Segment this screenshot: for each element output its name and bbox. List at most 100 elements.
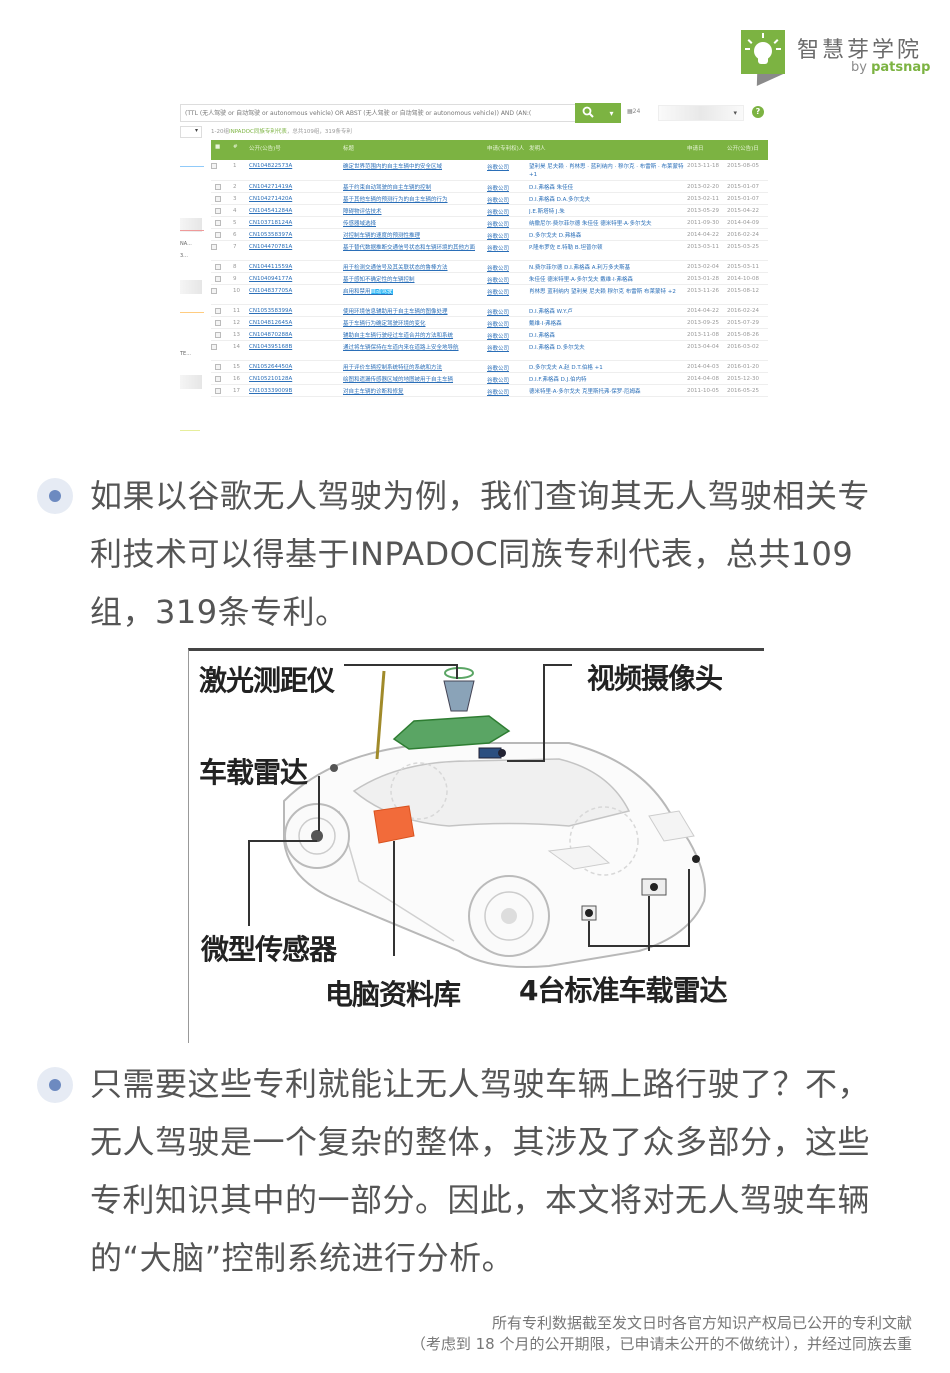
search-button[interactable]: ▾	[575, 103, 621, 123]
inventors-links[interactable]: 戴维·I·弗格森	[529, 316, 687, 329]
assignee-link[interactable]: 谷歌公司	[487, 284, 529, 305]
patent-title-link[interactable]: 基于感知不确定性的车辆控制	[343, 272, 487, 285]
assignee-link[interactable]: 谷歌公司	[487, 180, 529, 193]
patent-title-link[interactable]: 基于约束自动驾驶的自主车辆的控制	[343, 180, 487, 193]
inventors-links[interactable]: 肖林思 蓝利纳内 望利昊 尼夫赖 穆尔克 布雷斯 布莱蒙特 +2	[529, 284, 687, 305]
assignee-link[interactable]: 谷歌公司	[487, 384, 529, 397]
column-header[interactable]: 公开(公告)日	[727, 140, 768, 160]
checkbox[interactable]	[211, 343, 217, 350]
row-checkbox[interactable]	[211, 272, 233, 285]
inventors-links[interactable]: D.I.弗格森 D.A.多尔戈夫	[529, 192, 687, 205]
row-checkbox[interactable]	[211, 340, 233, 361]
assignee-link[interactable]: 谷歌公司	[487, 360, 529, 373]
row-checkbox[interactable]	[211, 228, 233, 241]
row-checkbox[interactable]	[211, 204, 233, 217]
publication-number-link[interactable]: CN103718124A	[249, 216, 343, 229]
row-checkbox[interactable]	[211, 384, 233, 397]
publication-number-link[interactable]: CN104271419A	[249, 180, 343, 193]
inventors-links[interactable]: 纳撒尼尔·费尔菲尔德 朱佳佳 德米特里·A·多尔戈夫	[529, 216, 687, 229]
row-checkbox[interactable]	[211, 260, 233, 273]
inventors-links[interactable]: D.I.弗格森 朱佳佳	[529, 180, 687, 193]
publication-number-link[interactable]: CN105264450A	[249, 360, 343, 373]
column-header[interactable]: 申请日	[687, 140, 727, 160]
publication-number-link[interactable]: CN104271420A	[249, 192, 343, 205]
help-icon[interactable]: ?	[752, 106, 764, 118]
assignee-link[interactable]: 谷歌公司	[487, 160, 529, 181]
row-checkbox[interactable]	[211, 304, 233, 317]
publication-number-link[interactable]: CN104837705A	[249, 284, 343, 305]
checkbox[interactable]	[215, 183, 221, 190]
publication-number-link[interactable]: CN104822573A	[249, 160, 343, 181]
inventors-links[interactable]: D.I.弗格森 D.多尔戈夫	[529, 340, 687, 361]
patent-title-link[interactable]: 绘图和遗漏传感器区域的地图被用于自主车辆	[343, 372, 487, 385]
checkbox[interactable]	[215, 195, 221, 202]
search-query-input[interactable]: (TTL (无人驾驶 or 自动驾驶 or autonomous vehicle…	[180, 104, 580, 122]
inventors-links[interactable]: D.多尔戈夫 D.弗格森	[529, 228, 687, 241]
assignee-link[interactable]: 谷歌公司	[487, 228, 529, 241]
column-header[interactable]: 标题	[343, 140, 487, 160]
checkbox[interactable]	[215, 331, 221, 338]
inventors-links[interactable]: J.E.斯塔特 J.朱	[529, 204, 687, 217]
row-checkbox[interactable]	[211, 328, 233, 341]
workspace-select[interactable]: ▾	[658, 105, 744, 121]
assignee-link[interactable]: 谷歌公司	[487, 272, 529, 285]
publication-number-link[interactable]: CN104470781A	[249, 240, 343, 261]
checkbox[interactable]	[211, 243, 217, 250]
row-checkbox[interactable]	[211, 180, 233, 193]
publication-number-link[interactable]: CN103339009B	[249, 384, 343, 397]
patent-title-link[interactable]: 通过将车辆保持在车道内来在道路上安全地导航	[343, 340, 487, 361]
publication-number-link[interactable]: CN105358397A	[249, 228, 343, 241]
inventors-links[interactable]: P.隆布罗佐 E.特勒 B.坦普尔顿	[529, 240, 687, 261]
checkbox[interactable]	[215, 363, 221, 370]
publication-number-link[interactable]: CN104094177A	[249, 272, 343, 285]
assignee-link[interactable]: 谷歌公司	[487, 192, 529, 205]
publication-number-link[interactable]: CN105358399A	[249, 304, 343, 317]
publication-number-link[interactable]: CN104541284A	[249, 204, 343, 217]
publication-number-link[interactable]: CN104812645A	[249, 316, 343, 329]
inventors-links[interactable]: D.I.F.弗格森 D.J.伯内特	[529, 372, 687, 385]
patent-title-link[interactable]: 用于评价车辆控制系统特征的系统和方法	[343, 360, 487, 373]
publication-number-link[interactable]: CN104411559A	[249, 260, 343, 273]
checkbox[interactable]	[215, 319, 221, 326]
assignee-link[interactable]: 谷歌公司	[487, 340, 529, 361]
inventors-links[interactable]: D.I.弗格森	[529, 328, 687, 341]
publication-number-link[interactable]: CN104870288A	[249, 328, 343, 341]
select-all-checkbox[interactable]: ■	[211, 140, 233, 160]
row-checkbox[interactable]	[211, 316, 233, 329]
patent-title-link[interactable]: 对自主车辆的诊断和修复	[343, 384, 487, 397]
row-checkbox[interactable]	[211, 372, 233, 385]
inventors-links[interactable]: 朱佳佳 德米特里·A·多尔戈夫 戴维·I·弗格森	[529, 272, 687, 285]
checkbox[interactable]	[215, 275, 221, 282]
patent-title-link[interactable]: 障碍物评估技术	[343, 204, 487, 217]
row-checkbox[interactable]	[211, 360, 233, 373]
checkbox[interactable]	[215, 219, 221, 226]
patent-title-link[interactable]: 传感器域选择	[343, 216, 487, 229]
assignee-link[interactable]: 谷歌公司	[487, 328, 529, 341]
checkbox[interactable]	[211, 287, 217, 294]
inventors-links[interactable]: 德米特里·A·多尔戈夫 克里斯托弗·保罗·厄姆森	[529, 384, 687, 397]
patent-title-link[interactable]: 基于车辆行为确定驾驶环境的变化	[343, 316, 487, 329]
patent-title-link[interactable]: 对控制车辆的速度的预测性推理	[343, 228, 487, 241]
inventors-links[interactable]: 望利昊 尼夫赖 · 肖林思 · 蓝利纳内 · 穆尔克 · 布雷斯 · 布莱蒙特 …	[529, 160, 687, 181]
publication-number-link[interactable]: CN105210128A	[249, 372, 343, 385]
column-header[interactable]: 公开(公告)号	[249, 140, 343, 160]
chevron-down-icon[interactable]: ▾	[609, 108, 614, 118]
checkbox[interactable]	[211, 163, 217, 169]
inventors-links[interactable]: D.I.弗格森 W.Y.卢	[529, 304, 687, 317]
patent-title-link[interactable]: 用于检测交通信号及其关联状态的鲁棒方法	[343, 260, 487, 273]
